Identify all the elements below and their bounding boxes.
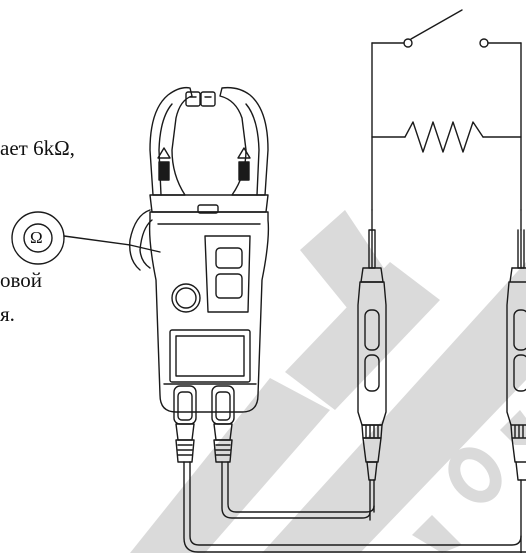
ohm-callout (11, 211, 161, 265)
test-probe-icon (506, 209, 526, 553)
ohm-symbol: Ω (30, 228, 43, 247)
text-fragment-3: я. (0, 302, 15, 326)
switch-icon (371, 9, 522, 48)
clamp-meter-icon (129, 86, 270, 463)
test-leads (183, 461, 526, 553)
test-probe-icon (357, 209, 387, 521)
circuit (371, 9, 522, 211)
resistor-icon (371, 121, 522, 153)
text-fragment-2: овой (0, 268, 43, 292)
text-fragment-1: ает 6kΩ, (0, 136, 75, 160)
